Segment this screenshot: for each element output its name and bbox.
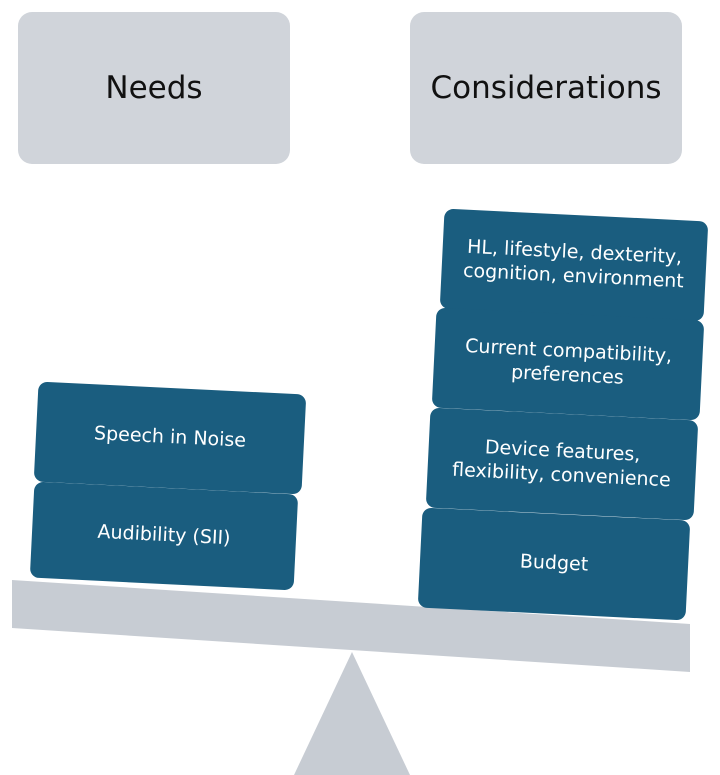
consideration-block-budget: Budget: [417, 507, 691, 621]
consideration-block-label: Device features, flexibility, convenienc…: [451, 436, 672, 492]
consideration-block-label: Current compatibility, preferences: [464, 335, 673, 389]
consideration-block-device-features: Device features, flexibility, convenienc…: [425, 407, 699, 521]
needs-block-label: Speech in Noise: [93, 422, 247, 452]
considerations-header-label: Considerations: [430, 70, 662, 106]
consideration-block-label: Budget: [519, 550, 589, 576]
needs-block-speech-in-noise: Speech in Noise: [33, 381, 307, 495]
consideration-block-label: HL, lifestyle, dexterity, cognition, env…: [462, 236, 685, 293]
consideration-block-hl-lifestyle: HL, lifestyle, dexterity, cognition, env…: [439, 208, 709, 322]
considerations-header: Considerations: [410, 12, 682, 164]
consideration-block-compatibility: Current compatibility, preferences: [431, 307, 705, 421]
needs-block-audibility: Audibility (SII): [29, 481, 299, 591]
needs-header-label: Needs: [105, 70, 203, 106]
scale-fulcrum: [294, 652, 410, 775]
needs-block-label: Audibility (SII): [97, 520, 232, 550]
needs-header: Needs: [18, 12, 290, 164]
scale-beam: [12, 580, 690, 672]
